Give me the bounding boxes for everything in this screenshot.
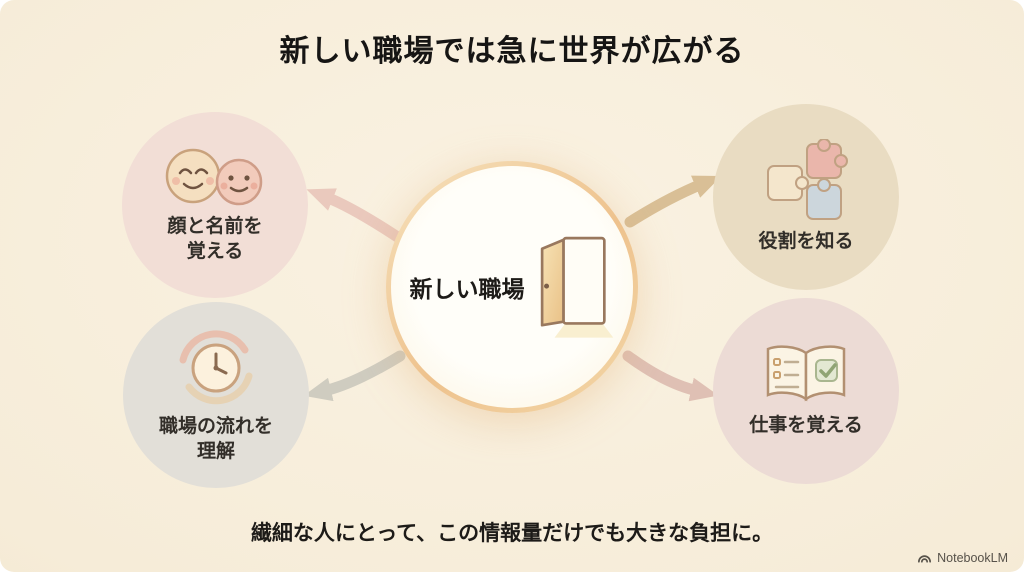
clock-cycle-icon xyxy=(179,330,253,405)
node-understand-workflow: 職場の流れを 理解 xyxy=(123,302,309,488)
node-label: 職場の流れを 理解 xyxy=(159,415,273,464)
two-smiling-faces-icon xyxy=(165,148,263,206)
node-learn-the-job: 仕事を覚える xyxy=(713,298,899,484)
node-label-line: 覚える xyxy=(186,240,244,262)
page-title: 新しい職場では急に世界が広がる xyxy=(279,35,745,68)
node-label-line: 役割を知る xyxy=(758,231,854,253)
node-remember-faces-names: 顔と名前を 覚える xyxy=(122,112,308,298)
watermark-label: NotebookLM xyxy=(937,551,1008,565)
node-label: 顔と名前を 覚える xyxy=(167,215,262,264)
node-label: 役割を知る xyxy=(758,230,853,255)
open-door-icon xyxy=(540,236,613,338)
node-label-line: 職場の流れを xyxy=(158,415,273,437)
node-label-line: 理解 xyxy=(196,440,235,462)
footer-caption: 繊細な人にとって、この情報量だけでも大きな負担に。 xyxy=(250,522,774,545)
node-label-line: 仕事を覚える xyxy=(749,415,863,437)
arrow-to-top-right xyxy=(624,175,722,228)
arrow-to-bottom-right xyxy=(622,350,719,402)
center-hub: 新しい職場 xyxy=(386,161,638,413)
arrow-to-top-left xyxy=(306,188,408,246)
open-book-checklist-icon xyxy=(766,345,846,402)
puzzle-pieces-icon xyxy=(767,139,848,221)
watermark: NotebookLM xyxy=(917,551,1008,565)
node-label: 仕事を覚える xyxy=(749,414,862,439)
center-hub-inner: 新しい職場 xyxy=(391,166,633,408)
node-know-roles: 役割を知る xyxy=(713,104,899,290)
node-label-line: 顔と名前を xyxy=(167,215,263,237)
center-label: 新しい職場 xyxy=(409,276,525,302)
arrow-to-bottom-left xyxy=(303,350,406,402)
notebooklm-logo-icon xyxy=(918,555,932,563)
